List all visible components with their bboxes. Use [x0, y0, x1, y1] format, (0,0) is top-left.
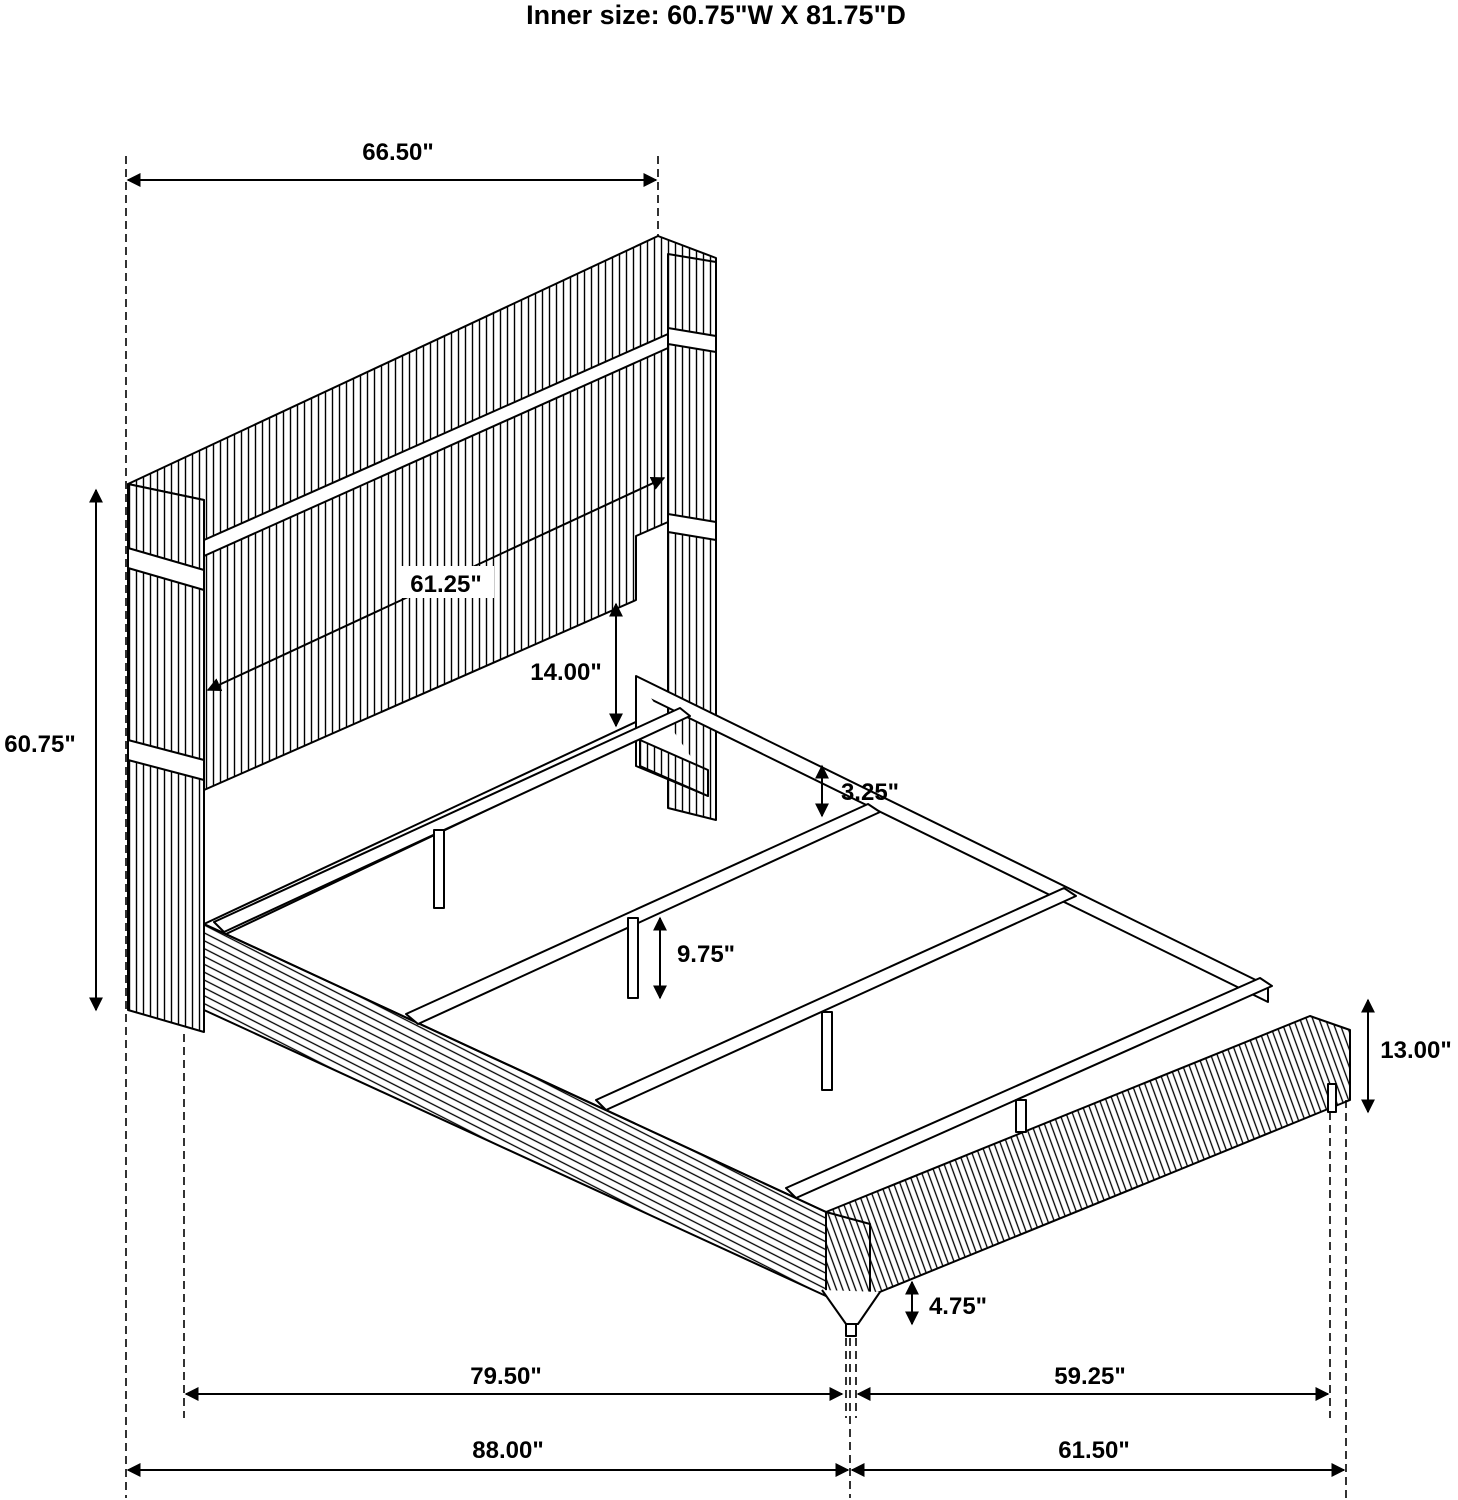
left-side-rail-top-edge — [203, 923, 827, 1213]
slat-3 — [595, 887, 1077, 1111]
label-total-height: 60.75" — [4, 731, 75, 758]
dimension-labels: 66.50" 61.25" 60.75" 14.00" 3.25" 9.75" … — [4, 139, 1451, 1464]
label-rail-height: 3.25" — [841, 779, 899, 806]
label-headboard-inner-width: 61.25" — [410, 571, 481, 598]
support-leg-3 — [821, 1011, 833, 1091]
slat-2 — [405, 803, 881, 1025]
label-inner-length: 79.50" — [470, 1363, 541, 1390]
label-leg-height: 4.75" — [929, 1293, 987, 1320]
label-support-height: 9.75" — [677, 941, 735, 968]
slat-4 — [785, 977, 1273, 1199]
inner-size-title: Inner size: 60.75"W X 81.75"D — [526, 0, 906, 30]
dimension-lines — [89, 156, 1375, 1498]
label-overall-length: 88.00" — [472, 1437, 543, 1464]
label-footboard-height: 13.00" — [1380, 1037, 1451, 1064]
label-overall-width: 61.50" — [1058, 1437, 1129, 1464]
front-leg — [821, 1289, 881, 1325]
right-post-band-lower — [667, 513, 717, 541]
bed-frame-illustration — [127, 235, 1351, 1337]
footboard-corner — [825, 1211, 871, 1296]
support-leg-2 — [627, 917, 639, 999]
slat-1 — [213, 707, 691, 933]
label-clearance: 14.00" — [530, 659, 601, 686]
left-post-band-lower — [127, 739, 205, 781]
label-headboard-width: 66.50" — [362, 139, 433, 166]
support-leg-1 — [433, 829, 445, 909]
rail-block — [639, 739, 709, 797]
label-bg-headboard-inner — [398, 566, 494, 598]
back-leg — [1327, 1083, 1337, 1113]
label-inner-width: 59.25" — [1054, 1363, 1125, 1390]
support-leg-4 — [1015, 1099, 1027, 1133]
left-post-band-upper — [127, 547, 205, 591]
front-leg-tip — [845, 1323, 857, 1337]
